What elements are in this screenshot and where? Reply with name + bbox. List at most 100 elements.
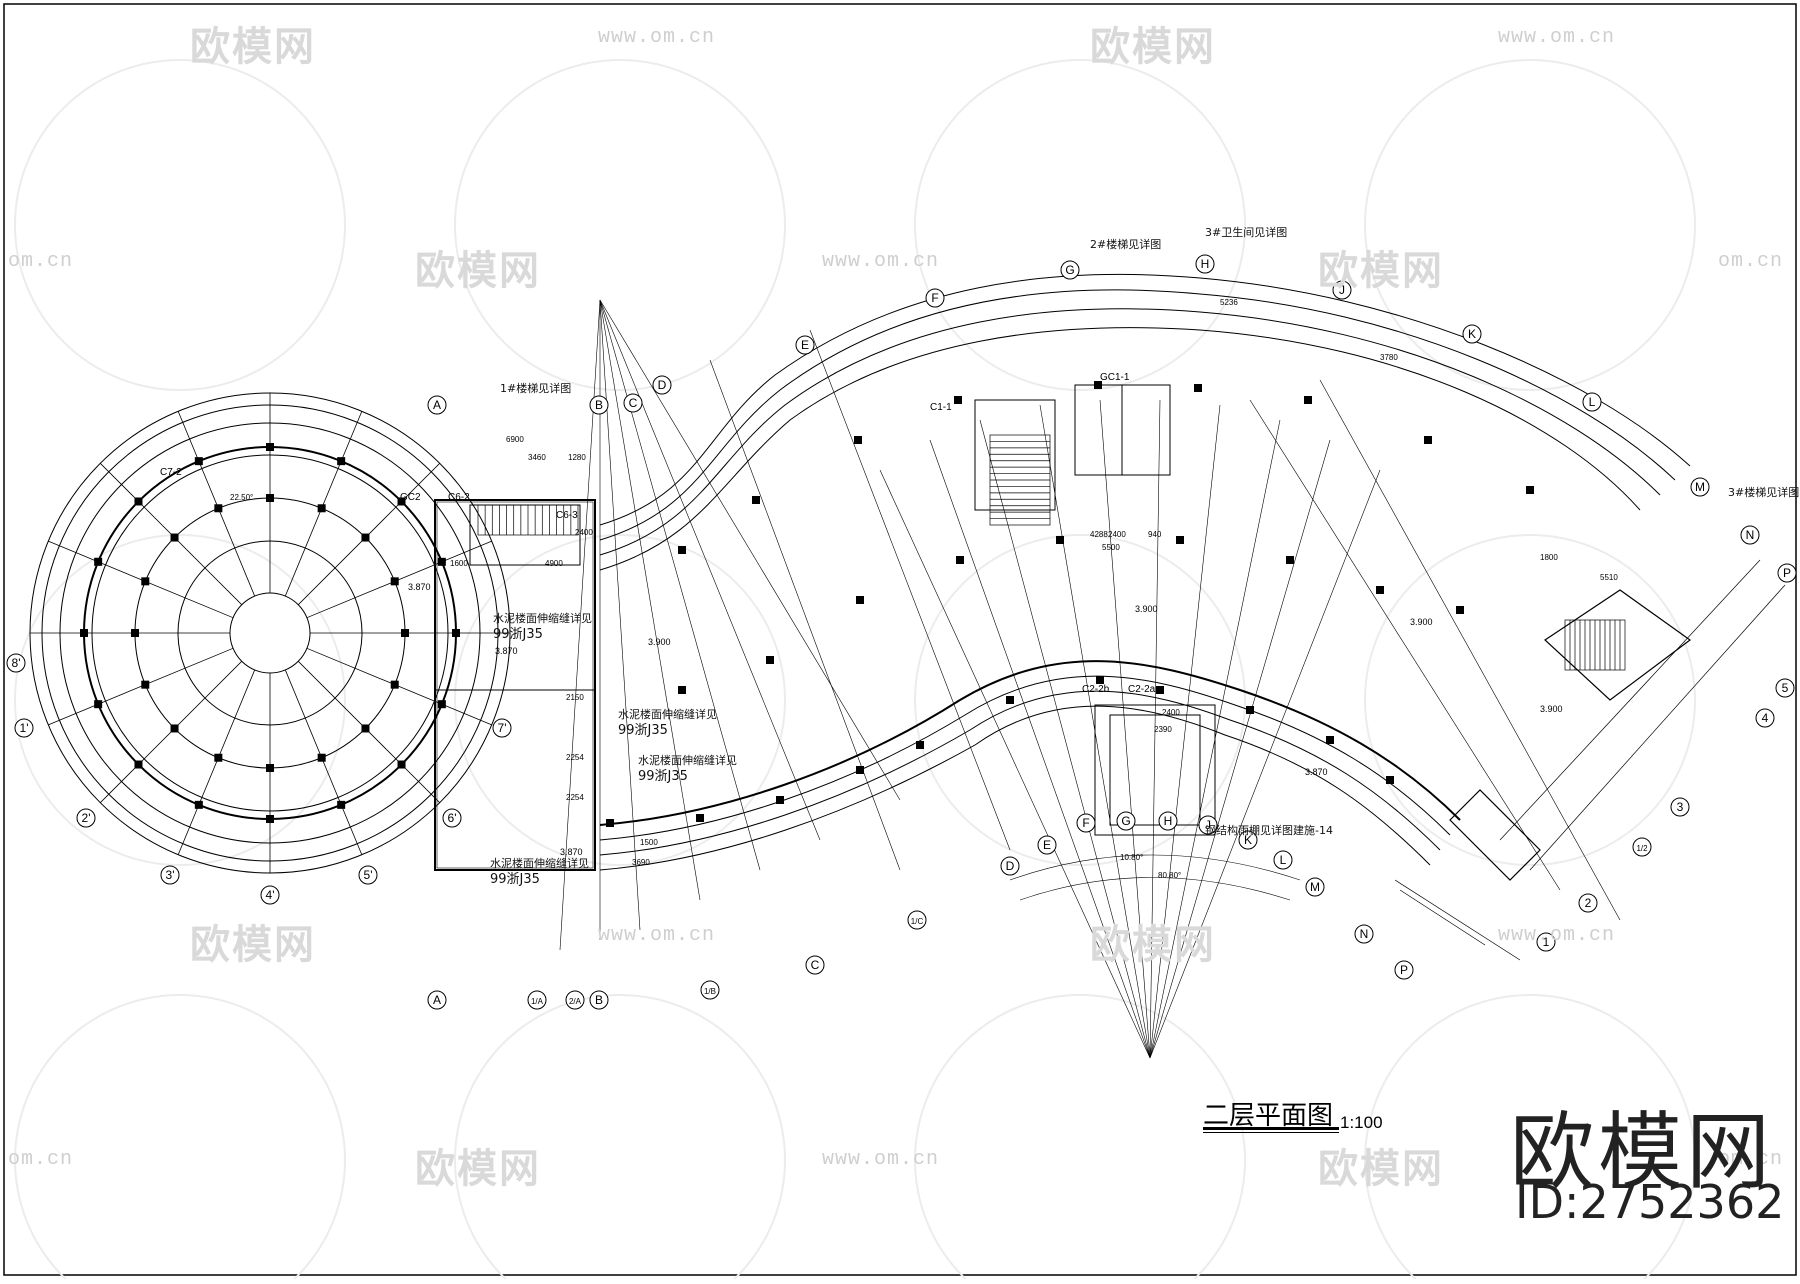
grid-bubble-bottom: B — [589, 990, 609, 1010]
bubble-label: 3 — [1677, 800, 1684, 814]
dimension-labels: 3.8703.9003.8703.9003.9003.8703.9003.870… — [160, 298, 1618, 880]
bubble-circle — [589, 990, 609, 1010]
tower-column — [266, 494, 274, 502]
grid-bubble-bottom: 1/B — [700, 980, 720, 1000]
bubble-label: 1/B — [704, 987, 716, 996]
bubble-label: B — [595, 398, 603, 412]
grid-line — [1319, 379, 1621, 921]
angle-text: 10.80° — [1120, 853, 1143, 862]
window-tag: C1-1 — [930, 402, 952, 413]
level-mark: 3.870 — [495, 646, 518, 656]
bubble-label: 1/C — [911, 917, 924, 926]
fan-ray — [599, 299, 901, 801]
tower-column — [134, 760, 143, 769]
radial-grid-fan-top — [559, 299, 1621, 951]
grid-bubble-top: K — [1462, 324, 1482, 344]
bubble-label: E — [801, 338, 809, 352]
grid-bubble-bottom: N — [1354, 924, 1374, 944]
watermark-url-fragment: om.cn — [8, 250, 74, 273]
tower-column — [397, 760, 406, 769]
tower-column — [266, 764, 274, 772]
tower-radial-lines — [30, 393, 510, 873]
bubble-label: J — [1339, 283, 1345, 297]
column — [1056, 536, 1064, 544]
grid-bubble-right: 3 — [1670, 797, 1690, 817]
bubble-circle — [1060, 260, 1080, 280]
dimension-text: 5500 — [1102, 543, 1120, 552]
grid-bubble-right: 1/2 — [1632, 837, 1652, 857]
level-mark: 3.870 — [1305, 767, 1328, 777]
bubble-label: 2/A — [569, 997, 582, 1006]
tower-column — [337, 457, 346, 466]
level-mark: 3.900 — [1410, 617, 1433, 627]
column — [696, 814, 704, 822]
bubble-label: K — [1468, 327, 1476, 341]
column — [1376, 586, 1384, 594]
bubble-circle — [1000, 856, 1020, 876]
tower-spoke — [48, 540, 234, 619]
grid-bubble-circle: 8' — [6, 653, 26, 673]
grid-bubble-bottom: 1/C — [907, 910, 927, 930]
grid-bubble-right: 4 — [1755, 708, 1775, 728]
watermark-logo: 欧模网 — [1318, 248, 1444, 294]
watermark-url: www.om.cn — [1498, 26, 1616, 49]
grid-bubble-bottom: 2/A — [565, 990, 585, 1010]
bubble-label: A — [433, 398, 441, 412]
window-tag: C2-2b — [1082, 684, 1110, 695]
grid-bubble-top: C — [623, 393, 643, 413]
bubble-circle — [1462, 324, 1482, 344]
fan-arc — [1009, 854, 1301, 881]
bubble-circle — [907, 910, 927, 930]
wing-columns — [606, 381, 1534, 827]
drawing-id: ID:2752362 — [1515, 1175, 1785, 1229]
column — [916, 741, 924, 749]
bubble-circle — [527, 990, 547, 1010]
bubble-circle — [805, 955, 825, 975]
grid-bubble-bottom: C — [805, 955, 825, 975]
level-mark: 3.900 — [1540, 704, 1563, 714]
grid-line — [809, 329, 1011, 851]
bubble-circle — [6, 653, 26, 673]
bubble-circle — [623, 393, 643, 413]
column — [854, 436, 862, 444]
bubble-circle — [1305, 877, 1325, 897]
note-joint-c-ref: 99浙J35 — [638, 769, 688, 784]
fan-ray — [1149, 399, 1161, 1059]
tower-column — [437, 557, 446, 566]
column — [1456, 606, 1464, 614]
tower-column — [170, 724, 179, 733]
angle-text: 80.80° — [1158, 871, 1181, 880]
bubble-label: J — [1205, 818, 1211, 832]
grid-bubble-top: J — [1332, 280, 1352, 300]
window-tag: C7-2 — [160, 467, 182, 478]
bubble-circle — [1037, 835, 1057, 855]
bubble-circle — [565, 990, 585, 1010]
window-tag: C6-2 — [448, 492, 470, 503]
bubble-circle — [1158, 811, 1178, 831]
watermark-url: www.om.cn — [598, 924, 716, 947]
note-joint-c: 水泥楼面伸缩缝详见 — [638, 754, 737, 767]
drawing-frame — [3, 3, 1797, 1276]
column — [1286, 556, 1294, 564]
bubble-circle — [1238, 830, 1258, 850]
fan-ray — [599, 299, 761, 871]
dimension-text: 6900 — [506, 435, 524, 444]
column — [956, 556, 964, 564]
bubble-circle — [589, 395, 609, 415]
right-stair-block — [1449, 589, 1692, 881]
bubble-circle — [1578, 893, 1598, 913]
fan-ray — [1149, 404, 1221, 1059]
grid-bubble-circle: 5' — [358, 865, 378, 885]
bubble-label: 3' — [166, 868, 175, 882]
bubble-label: 1/2 — [1636, 844, 1648, 853]
dimension-text: 2400 — [1108, 530, 1126, 539]
fan-ray — [599, 299, 821, 841]
tower-spoke — [306, 647, 492, 726]
dimension-text: 1600 — [450, 559, 468, 568]
bubble-circle — [1582, 392, 1602, 412]
tower-column — [317, 504, 326, 513]
grid-bubble-bottom: L — [1273, 850, 1293, 870]
grid-bubble-right: 5 — [1775, 678, 1795, 698]
column — [606, 819, 614, 827]
dimension-text: 5510 — [1600, 573, 1618, 582]
